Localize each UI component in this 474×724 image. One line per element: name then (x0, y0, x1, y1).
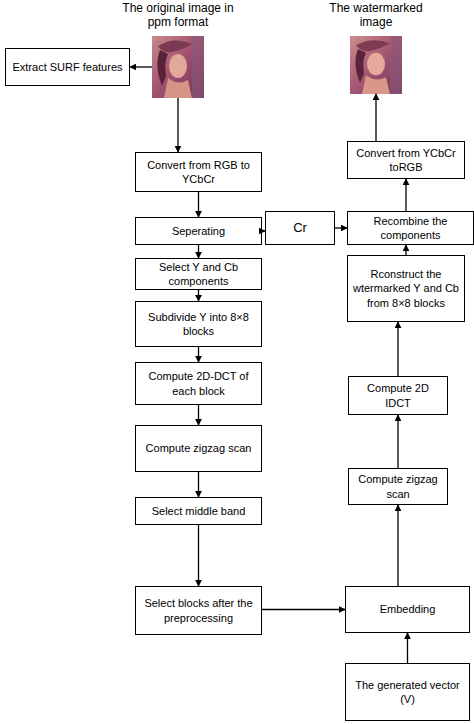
flow-arrow (262, 609, 345, 610)
flow-arrow (405, 245, 406, 255)
process-box: The generated vector (V) (345, 663, 470, 721)
flow-arrow (397, 322, 398, 376)
flow-arrow (130, 66, 152, 67)
box-label: Subdivide Y into 8×8 blocks (141, 310, 256, 339)
box-label: Cr (293, 220, 307, 237)
box-label: Convert from YCbCr toRGB (353, 146, 459, 175)
process-box: Subdivide Y into 8×8 blocks (135, 301, 262, 347)
box-label: Recombine the components (353, 214, 468, 243)
image-caption: The original image in ppm format (118, 1, 238, 30)
box-label: Seperating (172, 224, 225, 238)
process-box: Rconstruct the wtermarked Y and Cb from … (347, 255, 465, 322)
box-label: Compute zigzag scan (354, 472, 442, 501)
box-label: Extract SURF features (12, 60, 122, 74)
process-box: Select middle band (135, 497, 262, 525)
process-box: Compute zigzag scan (135, 425, 262, 472)
box-label: Compute 2D IDCT (354, 381, 442, 410)
box-label: Embedding (380, 602, 436, 616)
lena-image (350, 36, 402, 94)
process-box: Compute 2D-DCT of each block (135, 362, 262, 405)
flow-arrow (407, 633, 408, 663)
process-box: Seperating (135, 217, 262, 245)
process-box: Cr (265, 211, 335, 245)
flow-arrow (198, 192, 199, 217)
process-box: Compute zigzag scan (348, 468, 448, 505)
box-label: Compute zigzag scan (146, 441, 252, 455)
flow-arrow (335, 227, 347, 228)
box-label: Select blocks after the preprocessing (141, 596, 256, 625)
flow-arrow (198, 472, 199, 497)
box-label: Compute 2D-DCT of each block (141, 369, 256, 398)
image-caption: The watermarked image (326, 1, 426, 30)
flow-arrow (397, 415, 398, 468)
process-box: Extract SURF features (5, 48, 130, 86)
flow-arrow (198, 245, 199, 258)
box-label: Select middle band (152, 504, 246, 518)
process-box: Compute 2D IDCT (348, 376, 448, 415)
process-box: Select blocks after the preprocessing (135, 586, 262, 635)
flow-arrow (375, 94, 376, 141)
flow-arrow (198, 290, 199, 301)
image-node: The original image in ppm format (152, 36, 204, 98)
box-label: Convert from RGB to YCbCr (141, 158, 256, 187)
flow-arrow (198, 525, 199, 586)
flow-arrow (198, 405, 199, 425)
process-box: Select Y and Cb components (135, 258, 262, 290)
box-label: Rconstruct the wtermarked Y and Cb from … (353, 267, 459, 310)
process-box: Convert from RGB to YCbCr (135, 152, 262, 192)
flow-arrow (262, 230, 265, 231)
flow-arrow (397, 505, 398, 586)
process-box: Embedding (345, 586, 470, 633)
image-node: The watermarked image (350, 36, 402, 94)
process-box: Convert from YCbCr toRGB (347, 141, 465, 179)
flow-arrow (405, 179, 406, 211)
flow-arrow (177, 98, 178, 152)
process-box: Recombine the components (347, 211, 474, 245)
box-label: Select Y and Cb components (141, 260, 256, 289)
lena-image (152, 36, 204, 98)
flow-arrow (198, 347, 199, 362)
box-label: The generated vector (V) (351, 678, 464, 707)
